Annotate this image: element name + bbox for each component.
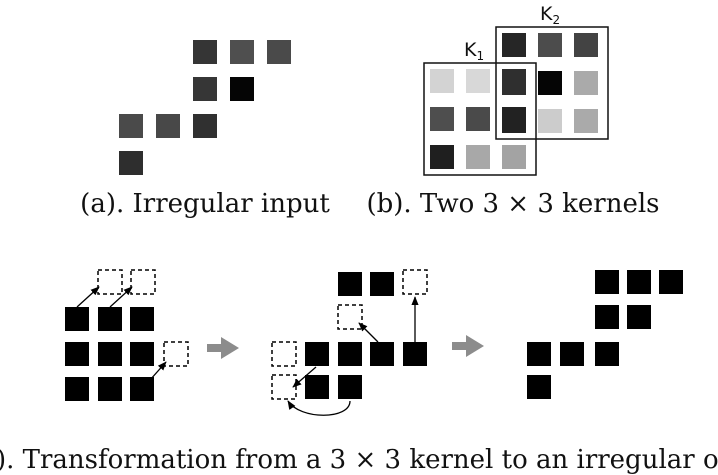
kernel-1-cell (466, 107, 490, 131)
c1-cell (98, 377, 122, 401)
panel-b-caption: (b). Two 3 × 3 kernels (366, 189, 659, 219)
input-cell (230, 40, 254, 64)
input-cell (119, 151, 143, 175)
input-cell (156, 114, 180, 138)
panel-c-step-2 (271, 269, 428, 416)
transition-arrow-2 (452, 335, 484, 357)
kernel-2-cell (502, 109, 526, 133)
kernel-1-cell (430, 107, 454, 131)
kernel-2-frame (495, 26, 609, 140)
panel-c-caption: (c). Transformation from a 3 × 3 kernel … (0, 445, 718, 475)
input-cell (267, 40, 291, 64)
kernel-1-frame (423, 62, 537, 176)
input-cell (230, 77, 254, 101)
c1-offset-arrow (109, 286, 133, 308)
panel-c-step-1 (65, 269, 189, 401)
kernel-2-cell (574, 33, 598, 57)
kernel-1-cell (430, 145, 454, 169)
c2-cell (305, 375, 329, 399)
kernel-1-cell (466, 69, 490, 93)
c3-cell (627, 305, 651, 329)
c1-cell (65, 307, 89, 331)
c3-cell (659, 270, 683, 294)
kernel-2-cells (502, 33, 598, 133)
c3-cell (527, 375, 551, 399)
c3-cell (595, 305, 619, 329)
c2-cell (338, 342, 362, 366)
c1-offset-cell (163, 341, 189, 367)
c2-offset-arrow (292, 366, 317, 388)
c1-cell (65, 342, 89, 366)
kernel-2-cell (538, 71, 562, 95)
c2-cell (305, 342, 329, 366)
kernel-2-cell (538, 109, 562, 133)
kernel-1-label: K1 (464, 39, 484, 63)
c1-offset-cell (130, 269, 156, 295)
c2-cell (403, 342, 427, 366)
c3-cell (595, 270, 619, 294)
c2-offset-arrow (287, 400, 351, 416)
input-cell (193, 114, 217, 138)
input-cell (193, 40, 217, 64)
input-cell (119, 114, 143, 138)
c2-cell (338, 375, 362, 399)
panel-b-kernels: K1 K2 (423, 3, 609, 176)
c2-offset-cell (337, 304, 363, 330)
kernel-2-cell (574, 109, 598, 133)
c2-cell (370, 342, 394, 366)
c3-cell (627, 270, 651, 294)
c1-cell (130, 307, 154, 331)
panel-a-caption: (a). Irregular input (80, 189, 330, 219)
kernel-1-cell (466, 145, 490, 169)
kernel-1-cell (502, 145, 526, 169)
c1-cell (130, 342, 154, 366)
c2-offset-cell (271, 374, 297, 400)
c2-cell (370, 272, 394, 296)
kernel-2-label: K2 (540, 3, 560, 27)
panel-c-step-3 (527, 270, 683, 399)
c3-cell (560, 342, 584, 366)
c3-cell (527, 342, 551, 366)
kernel-1-cell (430, 69, 454, 93)
kernel-2-cell (502, 71, 526, 95)
transition-arrow-1 (207, 337, 239, 359)
input-cell (193, 77, 217, 101)
c2-offset-cell (271, 341, 297, 367)
c2-cell (338, 272, 362, 296)
c1-cell (98, 307, 122, 331)
c2-offset-cell (402, 269, 428, 295)
c1-cell (65, 377, 89, 401)
kernel-2-cell (502, 33, 526, 57)
c1-offset-arrow (76, 286, 100, 308)
c1-cell (98, 342, 122, 366)
kernel-2-cell (538, 33, 562, 57)
kernel-2-cell (574, 71, 598, 95)
c3-cell (595, 342, 619, 366)
c1-offset-cell (97, 269, 123, 295)
panel-a-grid (119, 40, 291, 175)
c1-offset-arrow (141, 361, 167, 390)
c2-offset-arrow (358, 322, 379, 343)
